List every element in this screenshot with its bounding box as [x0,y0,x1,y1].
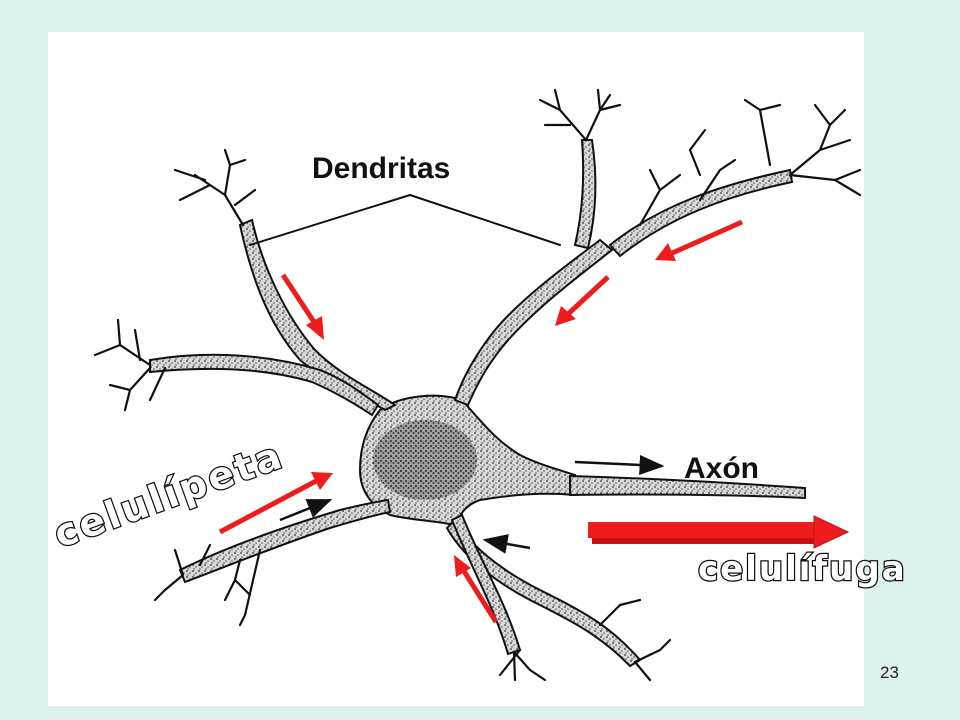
soma [358,394,576,527]
axon [569,474,806,500]
dendrite-branches [93,88,862,682]
red-arrow-upper-left [280,273,324,340]
page-number: 23 [880,663,899,682]
red-arrow-lower [454,555,499,624]
label-dendritas: Dendritas [312,152,450,185]
label-celulifuga: celulífuga [698,549,907,589]
red-arrow-left [218,472,333,535]
dendrites-pointer-lines [249,194,561,246]
red-arrow-upper-right-1 [655,219,744,261]
red-arrow-upper-right-2 [555,275,610,326]
dendrites [149,139,794,668]
red-arrow-efferent [588,515,850,549]
black-flow-arrows [279,454,665,554]
label-axon: Axón [684,452,759,485]
red-arrows [218,219,850,624]
